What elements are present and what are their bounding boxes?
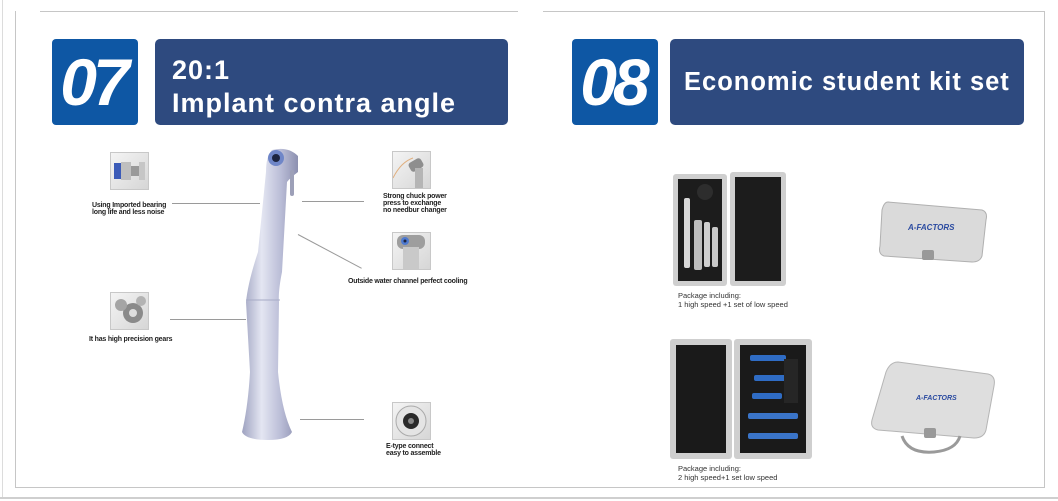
case-brand-logo: A-FACTORS bbox=[907, 223, 955, 232]
kit-1-closed-case-image: A-FACTORS bbox=[879, 201, 987, 263]
case-brand-logo-2: A-FACTORS bbox=[915, 395, 957, 402]
feature-etype-text: E-type connect easy to assemble bbox=[386, 443, 441, 457]
contra-angle-handpiece-image bbox=[242, 148, 298, 440]
gears-icon bbox=[110, 292, 149, 330]
kit-2-closed-case-image: A-FACTORS bbox=[871, 361, 995, 454]
section-08-title-bar: Economic student kit set bbox=[670, 39, 1024, 125]
kit-1-package-text: Package including: 1 high speed +1 set o… bbox=[678, 291, 788, 309]
outer-border-bottom bbox=[0, 497, 1058, 499]
leader-line-etype bbox=[300, 419, 364, 420]
section-07-top-rule bbox=[40, 11, 518, 12]
water-channel-icon bbox=[392, 232, 431, 270]
section-08-top-rule bbox=[543, 11, 1045, 12]
section-07-title: Implant contra angle bbox=[172, 88, 457, 118]
outer-border-left bbox=[2, 0, 3, 499]
kit-2-package-text: Package including: 2 high speed+1 set lo… bbox=[678, 464, 778, 482]
leader-line-gears bbox=[170, 319, 246, 320]
section-07-ratio: 20:1 bbox=[172, 55, 231, 85]
section-07-title-bar: 20:1 Implant contra angle bbox=[155, 39, 508, 125]
content-frame bbox=[15, 11, 1045, 488]
frame-right-border bbox=[1044, 11, 1045, 488]
feature-water-text: Outside water channel perfect cooling bbox=[348, 278, 468, 285]
section-08-title: Economic student kit set bbox=[684, 67, 1010, 96]
section-07-number-badge: 07 bbox=[52, 39, 138, 125]
feature-gears-text: It has high precision gears bbox=[89, 336, 173, 343]
section-08-number-badge: 08 bbox=[572, 39, 658, 125]
chuck-icon bbox=[392, 151, 431, 189]
kit-2-open-case-image bbox=[670, 339, 812, 459]
leader-line-bearing bbox=[172, 203, 260, 204]
leader-line-chuck bbox=[302, 201, 364, 202]
feature-chuck-text: Strong chuck power press to exchange no … bbox=[383, 193, 447, 214]
e-type-connector-icon bbox=[392, 402, 431, 440]
bearing-icon bbox=[110, 152, 149, 190]
feature-bearing-text: Using Imported bearing long life and les… bbox=[92, 202, 167, 216]
kit-1-open-case-image bbox=[673, 172, 786, 286]
